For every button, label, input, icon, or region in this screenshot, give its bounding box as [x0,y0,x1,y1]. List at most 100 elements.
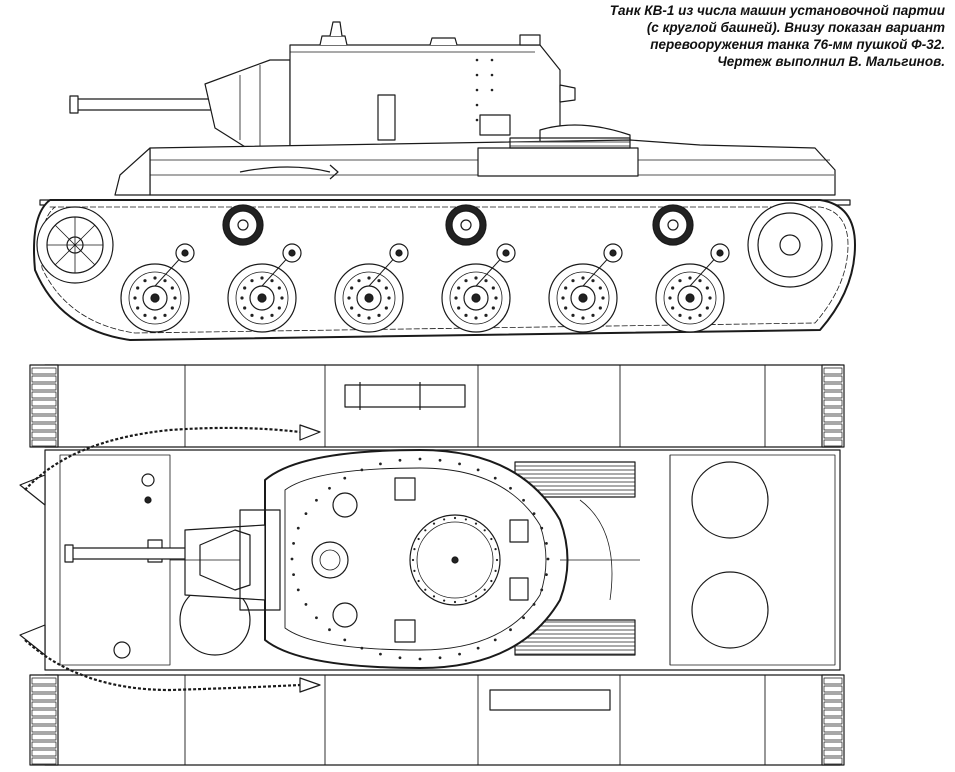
rivet [490,537,493,541]
rivet [545,573,548,577]
track-link [823,431,843,439]
rivet [360,468,364,472]
rivet [493,476,497,480]
rivet [453,600,457,604]
lower-track-links [31,677,843,765]
rivet [545,541,548,545]
tow-cable [24,426,301,491]
rivet [453,516,457,520]
rivet [413,548,416,551]
turret-hatch-top [319,35,348,46]
track-link [823,701,843,709]
turret-rivet-ring [290,457,550,661]
rivet [490,579,493,583]
track-link [823,375,843,383]
rivet [343,638,347,642]
track-link [31,407,57,415]
rivet [495,558,499,562]
track-link [31,733,57,741]
turret-hatch [409,514,501,606]
rivet [290,557,294,561]
rivet [379,652,382,656]
track-link [823,685,843,693]
rivet [476,468,480,472]
track-link [823,407,843,415]
track-link [823,749,843,757]
engine-hatch [691,461,769,539]
rivet [483,588,486,591]
rivet [398,458,402,462]
rivet [532,602,536,606]
vent-cap [332,492,358,518]
top-gun-barrel [69,547,201,560]
rivet [379,462,382,466]
idler-wheel [36,206,114,284]
track-link [31,709,57,717]
caption-line-1: Танк КВ-1 из числа машин установочной па… [609,3,945,18]
track-link [31,383,57,391]
track-link [823,415,843,423]
road-wheel [334,243,409,333]
rivet [432,522,436,525]
rivet [328,628,331,632]
road-wheel [655,243,730,333]
rivet [443,599,446,602]
return-rollers [222,204,694,246]
rivet [443,518,446,521]
rivet [398,656,402,660]
road-wheel [548,243,623,333]
rivet [474,522,478,525]
road-wheels [120,243,730,333]
gun-mantlet [204,59,291,151]
track-link [31,677,57,685]
gun-barrel [69,98,216,111]
rivet [476,646,480,650]
road-wheel [441,243,516,333]
track-link [823,693,843,701]
side-view [33,21,856,341]
rivet [494,548,497,551]
track-link [823,733,843,741]
track-link [31,717,57,725]
rivet [304,512,308,516]
rivet [413,569,416,572]
track-link [31,757,57,765]
rivet [474,595,478,598]
rivet [424,529,427,532]
rivet [522,616,525,620]
track-link [823,423,843,431]
track-link [823,757,843,765]
upper-track-links [31,367,843,447]
track-link [31,693,57,701]
rivet [458,652,461,656]
track-link [823,725,843,733]
rivet [493,638,497,642]
rivet [292,541,295,545]
rivet [464,518,467,521]
track-link [823,741,843,749]
rivet [418,457,422,461]
rivet [424,588,427,591]
caption-line-3: перевооружения танка 76-мм пушкой Ф-32. [650,37,945,52]
drive-sprocket [747,202,833,288]
track-link [31,391,57,399]
rivet [315,616,318,620]
caption-line-4: Чертеж выполнил В. Мальгинов. [717,54,945,69]
track-link [31,375,57,383]
rivet [540,588,544,592]
rivet [432,595,436,598]
rivet [532,512,536,516]
top-fender-lower [44,674,841,766]
turret-rivets [475,58,494,122]
rivet [483,529,486,532]
rivet [411,558,415,562]
rivet [464,599,467,602]
top-view [19,364,845,766]
rivet [296,588,300,592]
road-wheel [227,243,302,333]
rivet [458,462,461,466]
rivet [417,537,420,541]
vent-cap [332,602,358,628]
track-link [823,439,843,447]
